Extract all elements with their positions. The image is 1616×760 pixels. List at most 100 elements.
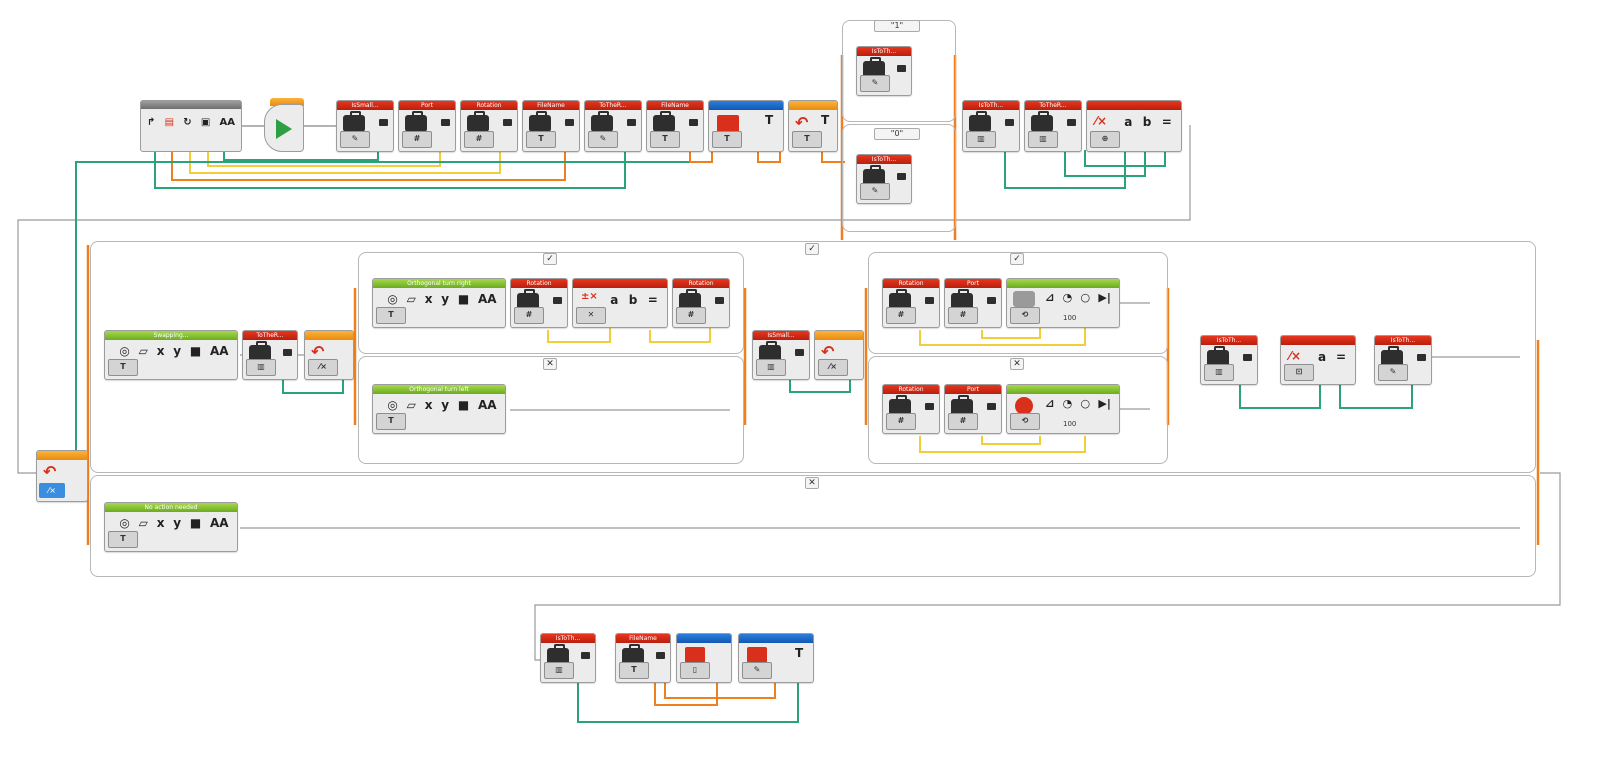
mode-selector[interactable]: ⟲ bbox=[1010, 413, 1040, 430]
mode-selector[interactable]: ✎ bbox=[1378, 364, 1408, 381]
second-switch-false-tab[interactable]: ✕ bbox=[1010, 358, 1024, 370]
logic-not-block[interactable]: ⁄× a = ⊡ bbox=[1280, 335, 1356, 385]
variable-block-istoth-read[interactable]: IsToTh... ▥ bbox=[962, 100, 1020, 152]
mode-selector[interactable]: ▥ bbox=[1028, 131, 1058, 148]
inner-switch-true-frame[interactable] bbox=[358, 252, 744, 354]
mode-selector[interactable]: ✎ bbox=[860, 75, 890, 92]
mode-selector[interactable]: ✕ bbox=[576, 307, 606, 324]
mode-selector[interactable]: T bbox=[712, 131, 742, 148]
variable-block-filename[interactable]: FileName T bbox=[522, 100, 580, 152]
mode-selector[interactable]: T bbox=[792, 131, 822, 148]
mode-selector[interactable]: # bbox=[464, 131, 494, 148]
mode-selector[interactable]: ✎ bbox=[860, 183, 890, 200]
math-block[interactable]: ±× a b = ✕ bbox=[572, 278, 668, 328]
variable-block-rotation-write[interactable]: Rotation # bbox=[672, 278, 730, 328]
variable-block-port-true[interactable]: Port # bbox=[944, 278, 1002, 328]
motor-block-true[interactable]: ⊿ ◔ ○ ▶| ⟲ 100 bbox=[1006, 278, 1120, 328]
my-block-orthogonal-right[interactable]: Orthogonal turn right ◎ ▱ x y ■ AA T bbox=[372, 278, 506, 328]
variable-block-issmall-loop[interactable]: IsSmall... ▥ bbox=[752, 330, 810, 380]
mode-selector[interactable]: # bbox=[676, 307, 706, 324]
mode-selector[interactable]: ⁄× bbox=[308, 359, 338, 376]
variable-block-istoth-1[interactable]: IsToTh... ✎ bbox=[856, 46, 912, 96]
mode-selector[interactable]: # bbox=[402, 131, 432, 148]
mode-selector[interactable]: ▥ bbox=[544, 662, 574, 679]
switch-case-label[interactable]: "1" bbox=[874, 20, 920, 32]
mode-selector[interactable]: T bbox=[108, 531, 138, 548]
mode-selector[interactable]: ▥ bbox=[966, 131, 996, 148]
switch-text-block[interactable]: ↶ T T bbox=[788, 100, 838, 152]
inner-switch-false-frame[interactable] bbox=[358, 356, 744, 464]
mode-selector[interactable]: T bbox=[376, 307, 406, 324]
mode-selector[interactable]: ▥ bbox=[756, 359, 786, 376]
file-access-block[interactable]: T T bbox=[708, 100, 784, 152]
mode-selector[interactable]: ▥ bbox=[1204, 364, 1234, 381]
second-switch-block[interactable]: ↶ ⁄× bbox=[814, 330, 864, 380]
variable-block-rotation-true[interactable]: Rotation # bbox=[882, 278, 940, 328]
variable-block-port-false[interactable]: Port # bbox=[944, 384, 1002, 434]
mode-selector[interactable]: # bbox=[514, 307, 544, 324]
variable-block-istoth-final[interactable]: IsToTh... ▥ bbox=[540, 633, 596, 683]
variable-block-rotation-loop[interactable]: Rotation # bbox=[510, 278, 568, 328]
mode-selector[interactable]: ⊡ bbox=[1284, 364, 1314, 381]
mode-selector[interactable]: # bbox=[886, 413, 916, 430]
mode-selector[interactable]: ⟲ bbox=[1010, 307, 1040, 324]
power-value[interactable]: 100 bbox=[1063, 420, 1077, 428]
second-switch-true-tab[interactable]: ✓ bbox=[1010, 253, 1024, 265]
start-block[interactable] bbox=[264, 98, 304, 153]
mode-selector[interactable]: ▯ bbox=[680, 662, 710, 679]
variable-block-istoth-write[interactable]: IsToTh... ✎ bbox=[1374, 335, 1432, 385]
variable-block-filename-final[interactable]: FileName T bbox=[615, 633, 671, 683]
variable-block-totheright-loop[interactable]: ToTheR... ▥ bbox=[242, 330, 298, 380]
my-block-no-action[interactable]: No action needed ◎ ▱ x y ■ AA T bbox=[104, 502, 238, 552]
switch-case-false-frame[interactable] bbox=[90, 475, 1536, 577]
mode-selector[interactable]: ✎ bbox=[340, 131, 370, 148]
mode-selector[interactable]: # bbox=[886, 307, 916, 324]
variable-block-istoth-loop[interactable]: IsToTh... ▥ bbox=[1200, 335, 1258, 385]
variable-block-rotation[interactable]: Rotation # bbox=[460, 100, 518, 152]
suitcase-icon bbox=[517, 289, 539, 310]
switch-case-0[interactable] bbox=[842, 124, 956, 232]
my-block-swapping[interactable]: Swapping... ◎ ▱ x y ■ AA T bbox=[104, 330, 238, 380]
logic-mode-selector[interactable]: ⁄× bbox=[39, 483, 65, 498]
variable-block-totheright-read[interactable]: ToTheR... ▥ bbox=[1024, 100, 1082, 152]
mode-selector[interactable]: T bbox=[526, 131, 556, 148]
file-access-icon bbox=[717, 115, 739, 133]
mode-selector[interactable]: ▥ bbox=[246, 359, 276, 376]
file-write-block[interactable]: T ✎ bbox=[738, 633, 814, 683]
switch-case-true-frame[interactable] bbox=[90, 241, 1536, 473]
switch-true-tab[interactable]: ✓ bbox=[805, 243, 819, 255]
inner-switch-block[interactable]: ↶ ⁄× bbox=[304, 330, 354, 380]
variable-block-istoth-0[interactable]: IsToTh... ✎ bbox=[856, 154, 912, 204]
motor-icon bbox=[1013, 291, 1035, 307]
variable-block-filename-read[interactable]: FileName T bbox=[646, 100, 704, 152]
mode-selector[interactable]: T bbox=[108, 359, 138, 376]
mode-selector[interactable]: ⁄× bbox=[818, 359, 848, 376]
mode-selector[interactable]: # bbox=[948, 413, 978, 430]
mode-selector[interactable]: ⊕ bbox=[1090, 131, 1120, 148]
mode-selector[interactable]: T bbox=[619, 662, 649, 679]
inner-switch-false-tab[interactable]: ✕ bbox=[543, 358, 557, 370]
inner-switch-true-tab[interactable]: ✓ bbox=[543, 253, 557, 265]
switch-false-tab[interactable]: ✕ bbox=[805, 477, 819, 489]
variable-block-rotation-false[interactable]: Rotation # bbox=[882, 384, 940, 434]
second-switch-true-frame[interactable] bbox=[868, 252, 1168, 354]
logic-compare-block[interactable]: ⁄× a b = ⊕ bbox=[1086, 100, 1182, 152]
variable-block-issmall[interactable]: IsSmall... ✎ bbox=[336, 100, 394, 152]
loop-switch-block[interactable]: ↶ ⁄× bbox=[36, 450, 88, 502]
program-header-block[interactable]: ↱ ▤ ↻ ▣ AA bbox=[140, 100, 242, 152]
mode-selector[interactable]: ✎ bbox=[588, 131, 618, 148]
mode-selector[interactable]: ✎ bbox=[742, 662, 772, 679]
file-delete-block[interactable]: ▯ bbox=[676, 633, 732, 683]
power-value[interactable]: 100 bbox=[1063, 314, 1077, 322]
switch-case-label[interactable]: "0" bbox=[874, 128, 920, 140]
variable-block-totheright[interactable]: ToTheR... ✎ bbox=[584, 100, 642, 152]
mode-selector[interactable]: T bbox=[376, 413, 406, 430]
my-block-orthogonal-left[interactable]: Orthogonal turn left ◎ ▱ x y ■ AA T bbox=[372, 384, 506, 434]
variable-block-port[interactable]: Port # bbox=[398, 100, 456, 152]
mode-selector[interactable]: T bbox=[650, 131, 680, 148]
fill-icon: ■ bbox=[189, 344, 202, 358]
mode-selector[interactable]: # bbox=[948, 307, 978, 324]
motor-block-false[interactable]: ⊿ ◔ ○ ▶| ⟲ 100 bbox=[1006, 384, 1120, 434]
second-switch-false-frame[interactable] bbox=[868, 356, 1168, 464]
